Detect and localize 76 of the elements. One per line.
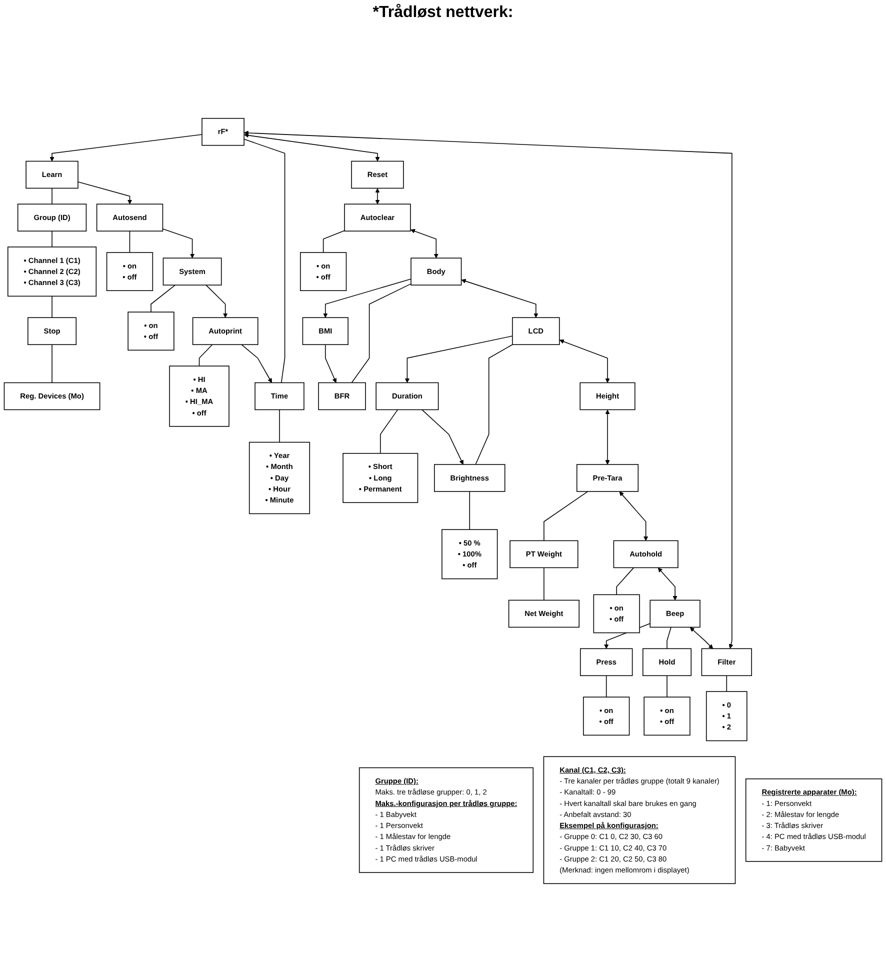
connector [150,284,176,312]
node-box [442,529,498,580]
node-box [376,382,439,410]
connector [469,491,470,530]
node-box [650,600,700,628]
node-box [706,691,748,742]
node-box [28,317,77,346]
node-box [26,160,78,189]
node-box [580,648,633,676]
connector [129,230,130,253]
connector [616,567,634,596]
connector [351,283,412,384]
arrow [422,409,464,465]
node-box [543,756,736,884]
note-heading: *Trådløst nettverk: [372,4,514,22]
connector [380,409,398,454]
node-box [344,204,411,232]
node-box [202,118,244,146]
connector [544,491,588,542]
node-box [106,252,154,292]
connector [279,409,280,443]
node-box [701,648,752,676]
connector [606,675,607,698]
node-box [745,778,882,862]
node-box [192,317,258,346]
connector [666,626,672,650]
arrow [690,627,714,649]
node-box [510,540,578,568]
arrow [241,344,272,383]
arrow [162,228,195,258]
node-box [576,464,639,492]
node-box [254,382,304,410]
node-box [128,312,174,351]
arrow [206,284,228,318]
arrow [404,336,513,383]
node-box [644,696,690,736]
connector [198,344,213,366]
connector [322,230,345,253]
node-box [434,464,506,492]
connector [666,675,668,698]
node-box [169,366,230,427]
node-box [302,317,348,346]
connector [244,138,286,384]
arrow [78,182,132,204]
arrow [375,188,380,204]
node-box [580,382,636,410]
arrow [410,228,438,258]
arrow [324,344,337,383]
node-box [642,648,692,676]
node-box [342,452,418,503]
node-box [7,246,97,297]
node-box [162,258,222,286]
node-box [17,204,87,232]
node-box [4,382,100,410]
node-box [358,767,534,873]
arrow [619,491,648,541]
arrow [658,568,678,600]
node-box [508,600,580,628]
arrow [559,339,610,383]
node-box [583,696,630,736]
node-box [512,317,560,346]
arrow [244,133,380,162]
arrow [50,134,202,162]
connector [726,675,728,692]
node-box [248,442,310,514]
arrow [461,278,538,318]
node-box [300,252,347,292]
node-box [351,160,404,189]
node-box [593,594,640,634]
connector [475,344,513,465]
node-box [410,258,462,286]
node-box [318,382,366,410]
arrow [605,410,610,465]
node-box [613,540,678,568]
node-box [96,204,164,232]
arrow [323,278,412,318]
